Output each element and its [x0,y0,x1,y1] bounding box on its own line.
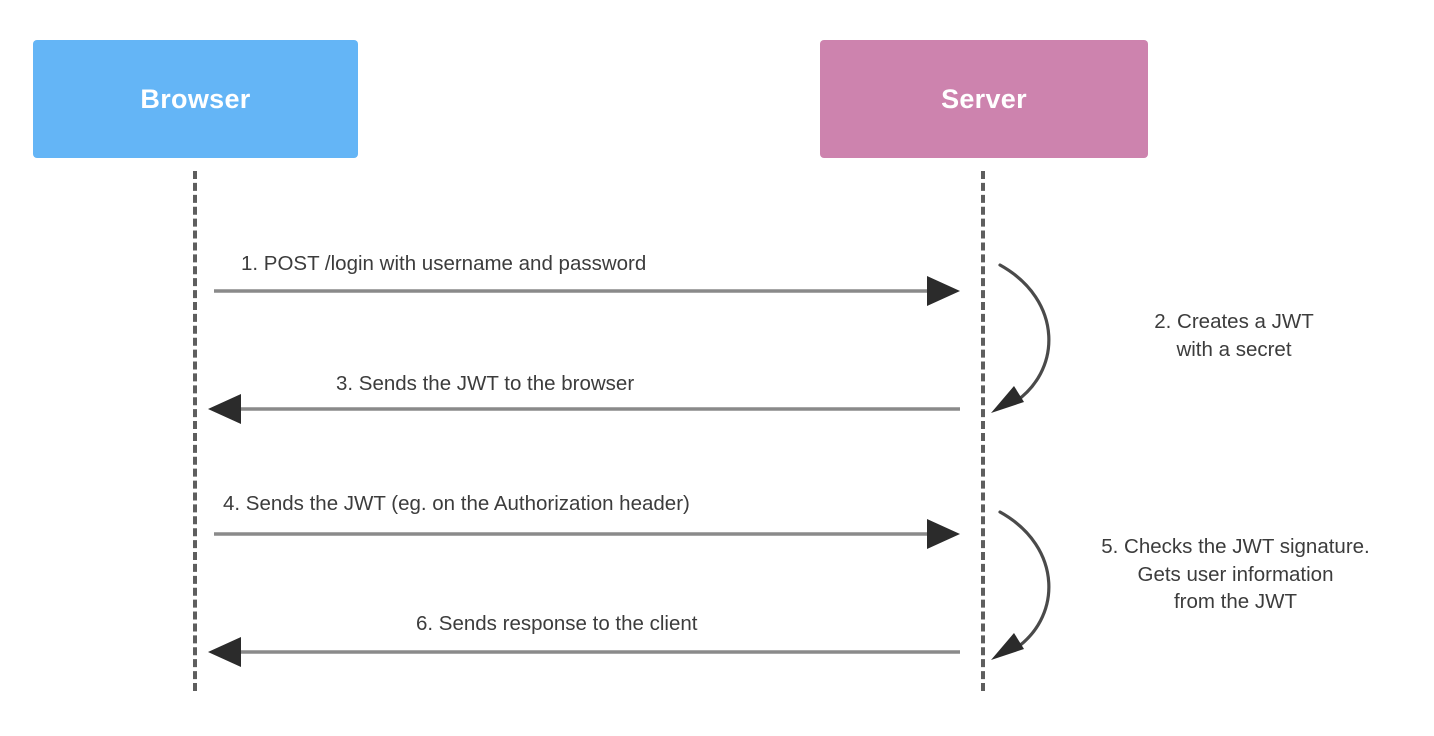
arrowhead-left-3 [208,394,241,424]
participant-server[interactable]: Server [820,40,1148,158]
self-note-label-5: 5. Checks the JWT signature. Gets user i… [1068,533,1403,616]
self-note-2-line-1: 2. Creates a JWT [1154,310,1314,333]
arrowhead-self-2 [991,386,1024,413]
arrowhead-right-1 [927,276,960,306]
message-label-1: 1. POST /login with username and passwor… [241,252,647,275]
message-arrow-1[interactable] [214,276,960,306]
message-arrow-3[interactable] [208,394,960,424]
message-label-6: 6. Sends response to the client [416,612,698,635]
participant-browser-label: Browser [140,83,251,114]
arrowhead-left-6 [208,637,241,667]
message-label-3: 3. Sends the JWT to the browser [336,372,635,395]
arrowhead-self-5 [991,633,1024,660]
lifeline-server [981,171,985,691]
participant-browser[interactable]: Browser [33,40,358,158]
arrowhead-right-4 [927,519,960,549]
message-arrow-6[interactable] [208,637,960,667]
self-note-label-2: 2. Creates a JWT with a secret [1094,308,1374,363]
participant-server-label: Server [941,83,1027,114]
self-note-5-line-2: Gets user information [1137,562,1334,586]
self-loop-path-2 [998,263,1051,406]
self-note-5-line-1: 5. Checks the JWT signature. [1101,535,1370,558]
self-loop-arrow-2[interactable] [991,263,1051,413]
lifeline-browser [193,171,197,691]
self-note-2-line-2: with a secret [1176,337,1292,361]
self-note-5-line-3: from the JWT [1173,590,1297,614]
message-label-4: 4. Sends the JWT (eg. on the Authorizati… [223,492,690,515]
self-loop-path-5 [998,510,1051,653]
message-arrow-4[interactable] [214,519,960,549]
self-loop-arrow-5[interactable] [991,510,1051,660]
